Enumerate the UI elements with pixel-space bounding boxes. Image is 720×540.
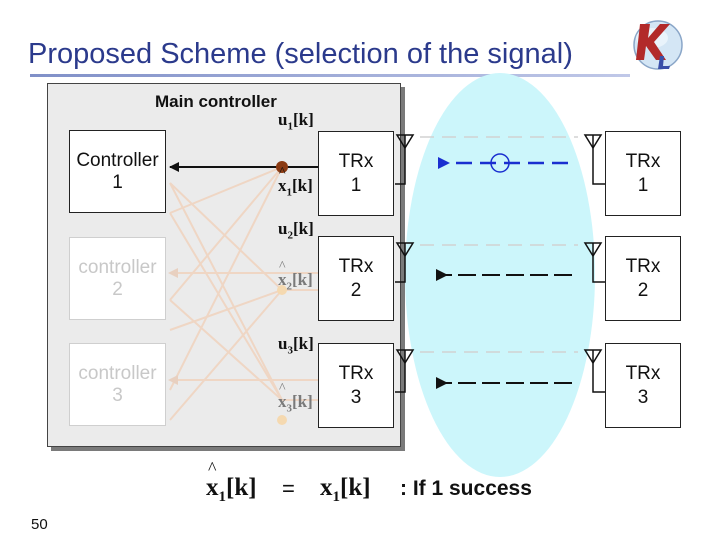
k-lab-logo-icon: [633, 20, 683, 70]
trx-left-2: TRx 2: [318, 236, 394, 321]
equation-rhs: x1[k]: [320, 474, 371, 505]
faded-cross-lines: [168, 166, 318, 421]
equation-equals: =: [282, 476, 295, 501]
equation-condition: : If 1 success: [400, 477, 532, 500]
symbol-u1: u1[k]: [278, 110, 314, 133]
faded-selection-dot-3: [277, 415, 287, 425]
antenna-icons: [395, 134, 605, 393]
equation-lhs: x1[k]: [206, 458, 257, 506]
faded-dashed-links: [420, 136, 578, 353]
symbol-x3-hat: x3[k]: [278, 381, 313, 414]
symbol-u3: u3[k]: [278, 334, 314, 357]
controller-1-box: Controller 1: [69, 130, 166, 213]
controller-3-box: controller 3: [69, 343, 166, 426]
link-1-success-marker: [490, 153, 510, 173]
symbol-u2: u2[k]: [278, 219, 314, 242]
trx-left-1: TRx 1: [318, 131, 394, 216]
slide-title: Proposed Scheme (selection of the signal…: [28, 38, 573, 70]
main-controller-label: Main controller: [155, 92, 277, 111]
trx-right-3: TRx 3: [605, 343, 681, 428]
page-number: 50: [31, 516, 48, 533]
symbol-x2-hat: x2[k]: [278, 259, 313, 292]
title-underline: [30, 74, 630, 77]
trx-right-1: TRx 1: [605, 131, 681, 216]
trx-right-2: TRx 2: [605, 236, 681, 321]
symbol-x1-hat: x1[k]: [278, 165, 313, 198]
controller-2-box: controller 2: [69, 237, 166, 320]
trx-left-3: TRx 3: [318, 343, 394, 428]
